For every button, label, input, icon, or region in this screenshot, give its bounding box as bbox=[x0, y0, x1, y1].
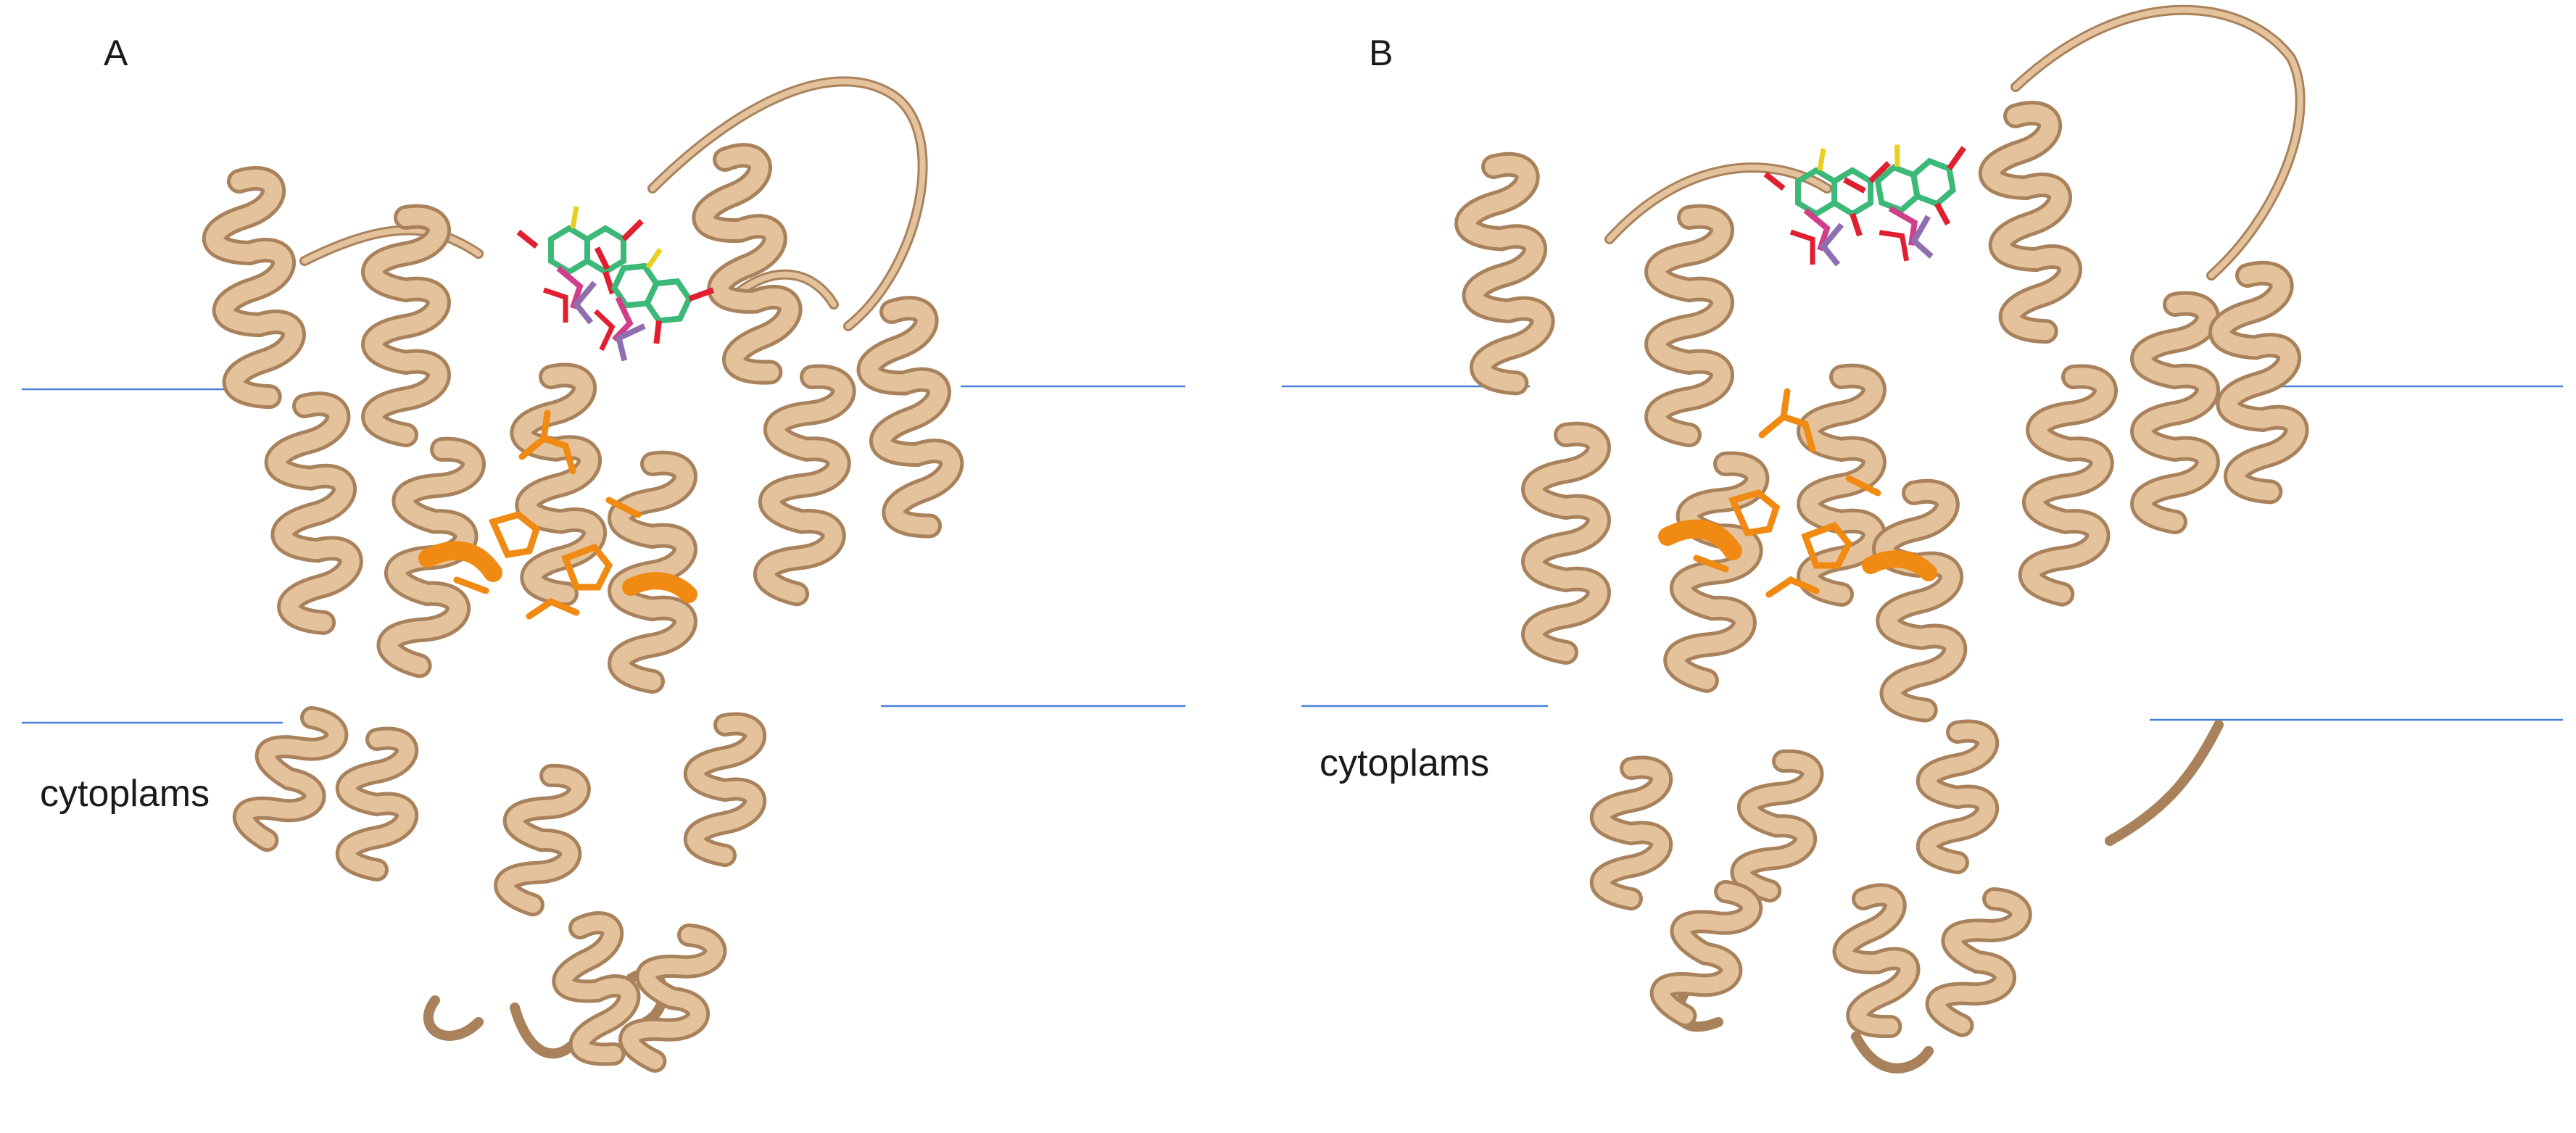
panel-a: A bbox=[22, 33, 1185, 1069]
cytoplasm-label: cytoplams bbox=[1320, 742, 1489, 784]
panel-label: B bbox=[1369, 33, 1393, 73]
cytoplasm-label: cytoplams bbox=[40, 773, 210, 815]
protein-structure bbox=[207, 76, 961, 1068]
panel-b: B cytoplams bbox=[1282, 4, 2563, 1074]
panel-label: A bbox=[104, 33, 128, 73]
protein-structure bbox=[1461, 4, 2303, 1074]
